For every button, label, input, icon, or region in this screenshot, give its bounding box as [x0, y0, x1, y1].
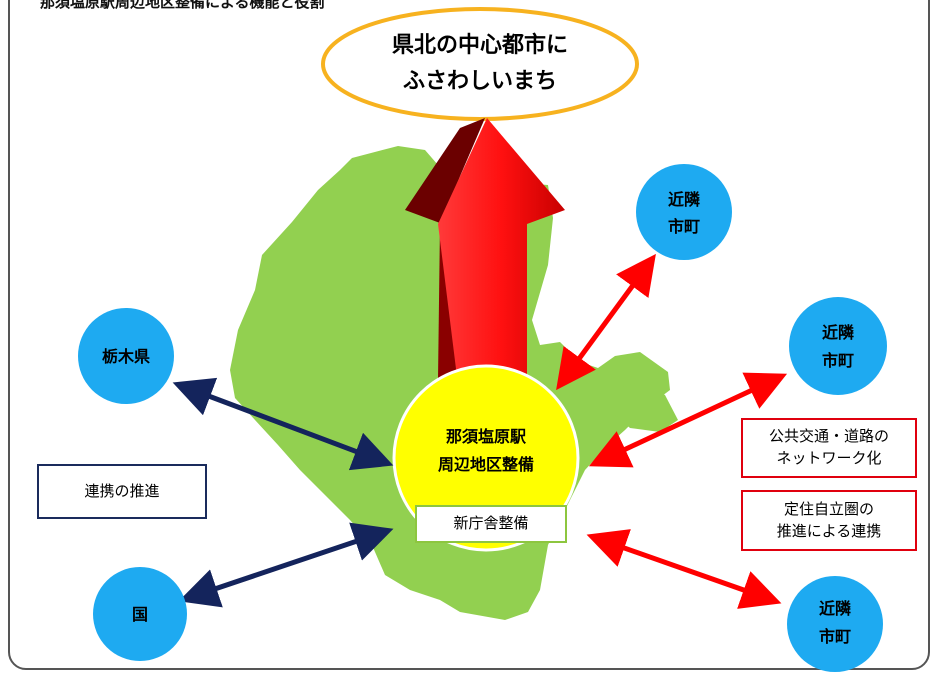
- node-tochigi: 栃木県: [78, 308, 174, 404]
- node-kinrin-right-line2: 市町: [822, 351, 854, 370]
- diagram-frame: [8, 0, 930, 670]
- arrow-center-to-kinrin-top: [556, 253, 656, 391]
- node-kuni-label: 国: [132, 605, 148, 624]
- arrow-center-to-kinrin-right: [588, 372, 788, 468]
- arrow-kuni-to-center: [178, 522, 394, 608]
- node-tochigi-label: 栃木県: [102, 347, 150, 366]
- teiju-text-line1: 定住自立圏の: [783, 499, 874, 518]
- center-circle: [392, 364, 580, 552]
- goal-text-line2: ふさわしいまち: [403, 69, 557, 94]
- node-kinrin-top: 近隣 市町: [636, 164, 732, 260]
- node-kuni: 国: [93, 567, 187, 661]
- new-office-text: 新庁舎整備: [453, 514, 529, 533]
- center-text-line1: 那須塩原駅: [446, 427, 527, 446]
- renkei-label: 連携の推進: [37, 464, 207, 519]
- node-kinrin-right: 近隣 市町: [789, 297, 887, 395]
- transport-text-line2: ネットワーク化: [776, 449, 882, 467]
- arrow-center-to-kinrin-bottom: [586, 529, 782, 609]
- node-kinrin-bottom-line1: 近隣: [819, 599, 851, 618]
- center-text-line2: 周辺地区整備: [438, 455, 534, 474]
- arrow-tochigi-to-center: [172, 377, 394, 471]
- goal-ellipse: [321, 7, 639, 121]
- node-kinrin-bottom: 近隣 市町: [787, 576, 883, 672]
- teiju-text-line2: 推進による連携: [776, 521, 882, 540]
- node-kinrin-top-line1: 近隣: [668, 190, 700, 209]
- transport-network-label: 公共交通・道路の ネットワーク化: [741, 418, 917, 478]
- node-kinrin-top-line2: 市町: [668, 217, 700, 236]
- goal-text-line1: 県北の中心都市に: [392, 32, 568, 58]
- header-clipped-text: 那須塩原駅周辺地区整備による機能と役割: [40, 0, 325, 11]
- teiju-label: 定住自立圏の 推進による連携: [741, 490, 917, 551]
- new-office-label: 新庁舎整備: [415, 505, 567, 543]
- node-kinrin-bottom-line2: 市町: [819, 627, 851, 646]
- node-kinrin-right-line1: 近隣: [822, 323, 854, 342]
- transport-text-line1: 公共交通・道路の: [768, 427, 889, 446]
- big-up-arrow: [405, 118, 565, 392]
- renkei-text: 連携の推進: [84, 481, 160, 500]
